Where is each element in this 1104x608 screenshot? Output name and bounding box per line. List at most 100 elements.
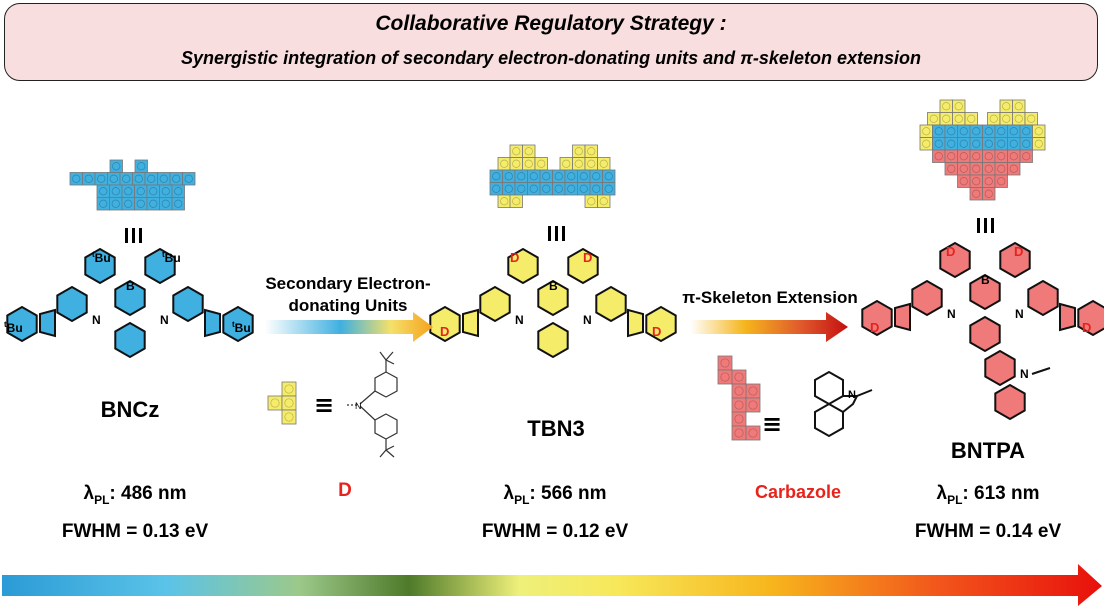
block — [717, 369, 733, 385]
block — [552, 169, 566, 183]
block — [497, 194, 511, 208]
block — [1007, 162, 1021, 176]
block — [509, 194, 523, 208]
block — [577, 182, 591, 196]
block — [169, 172, 183, 186]
block — [489, 169, 503, 183]
carbazole-structure — [814, 370, 873, 438]
block — [1012, 112, 1026, 126]
block — [1019, 149, 1033, 163]
block — [527, 182, 541, 196]
block — [559, 157, 573, 171]
block — [969, 149, 983, 163]
block — [964, 112, 978, 126]
svg-text:D: D — [946, 244, 955, 259]
block — [1007, 149, 1021, 163]
svg-text:tBu: tBu — [162, 250, 181, 265]
block — [969, 174, 983, 188]
block — [944, 124, 958, 138]
block — [982, 137, 996, 151]
block — [982, 174, 996, 188]
block — [982, 187, 996, 201]
block — [109, 159, 123, 173]
tbn3-lambda: λPL: 566 nm — [503, 483, 607, 507]
block — [589, 169, 603, 183]
block — [539, 182, 553, 196]
block — [527, 169, 541, 183]
svg-text:N: N — [1020, 367, 1029, 381]
block — [182, 172, 196, 186]
block — [987, 112, 1001, 126]
block — [96, 184, 110, 198]
block — [957, 162, 971, 176]
block — [564, 169, 578, 183]
wavelength-gradient-arrow — [2, 564, 1102, 606]
block — [267, 395, 283, 411]
block — [489, 182, 503, 196]
block — [281, 381, 297, 397]
block — [939, 112, 953, 126]
block — [957, 124, 971, 138]
block — [602, 182, 616, 196]
block — [999, 99, 1013, 113]
block — [982, 124, 996, 138]
block — [121, 184, 135, 198]
block — [944, 149, 958, 163]
block — [994, 149, 1008, 163]
block — [134, 197, 148, 211]
block — [94, 172, 108, 186]
block — [119, 172, 133, 186]
block — [96, 197, 110, 211]
block — [159, 184, 173, 198]
block — [745, 397, 761, 413]
block — [982, 149, 996, 163]
molecule-name-bntpa: BNTPA — [950, 438, 1026, 463]
block — [1024, 112, 1038, 126]
block — [281, 409, 297, 425]
block — [281, 395, 297, 411]
block — [509, 157, 523, 171]
svg-text:N: N — [515, 313, 524, 327]
block — [932, 124, 946, 138]
block — [745, 425, 761, 441]
block — [969, 124, 983, 138]
bntpa-lambda: λPL: 613 nm — [936, 483, 1040, 507]
block — [952, 112, 966, 126]
block — [509, 144, 523, 158]
block — [157, 172, 171, 186]
block — [572, 157, 586, 171]
svg-text:D: D — [870, 320, 879, 335]
block — [597, 157, 611, 171]
bntpa-block-cluster — [919, 99, 1046, 201]
block — [932, 137, 946, 151]
svg-text:B: B — [126, 279, 135, 293]
block — [589, 182, 603, 196]
bntpa-fwhm: FWHM = 0.14 eV — [914, 521, 1062, 542]
block — [731, 397, 747, 413]
block — [502, 182, 516, 196]
block — [731, 383, 747, 399]
block — [957, 137, 971, 151]
molecule-name-tbn3: TBN3 — [527, 416, 585, 441]
block — [132, 172, 146, 186]
step1-label-line2: donating Units — [288, 296, 408, 315]
block — [109, 197, 123, 211]
block — [994, 162, 1008, 176]
block — [1019, 124, 1033, 138]
svg-text:tBu: tBu — [232, 320, 251, 335]
carbazole-unit-label: Carbazole — [754, 482, 842, 502]
svg-text:D: D — [510, 250, 519, 265]
block — [514, 169, 528, 183]
block — [69, 172, 83, 186]
block — [1007, 124, 1021, 138]
bncz-fwhm: FWHM = 0.13 eV — [61, 521, 209, 542]
svg-text:D: D — [1014, 244, 1023, 259]
block — [1032, 124, 1046, 138]
block — [969, 187, 983, 201]
block — [994, 137, 1008, 151]
svg-text:D: D — [1082, 320, 1091, 335]
